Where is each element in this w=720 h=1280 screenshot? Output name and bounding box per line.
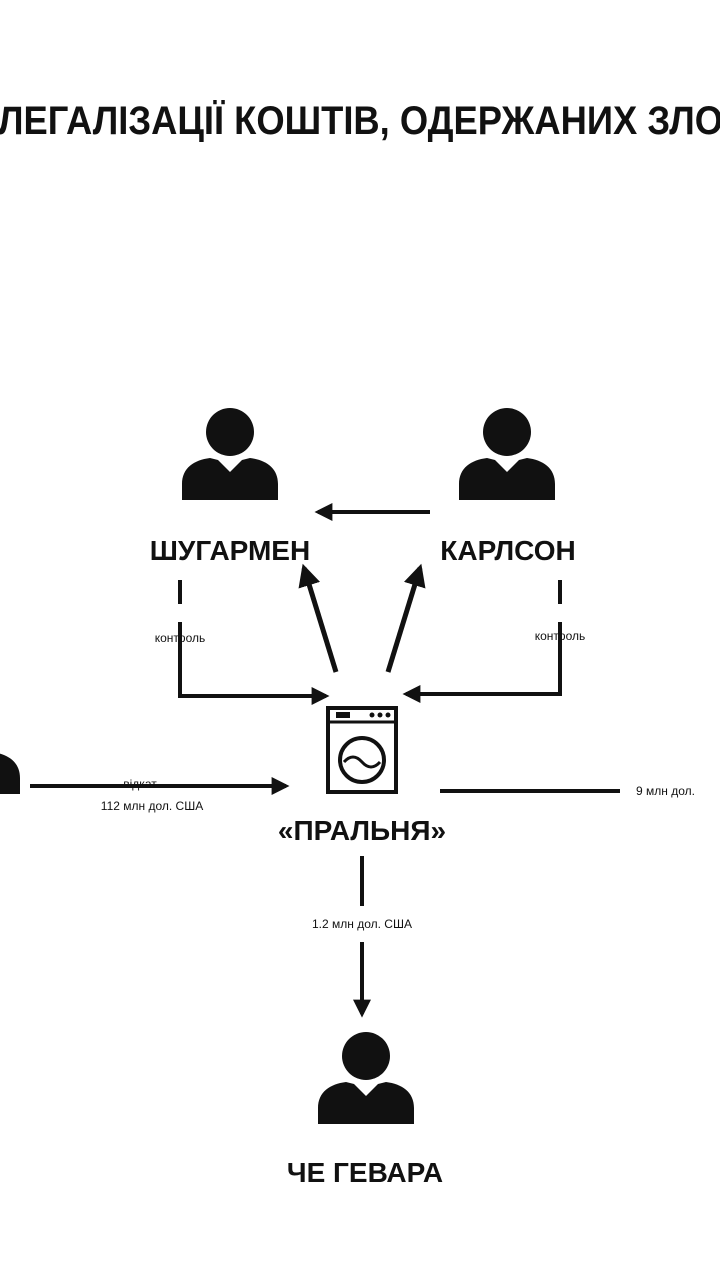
node-label-laundry: «ПРАЛЬНЯ»	[278, 815, 446, 846]
arrow-laundry-to-sugarmen	[298, 563, 339, 673]
diagram-title: ЛЕГАЛІЗАЦІЇ КОШТІВ, ОДЕРЖАНИХ ЗЛО	[0, 99, 720, 143]
node-label-sugarmen: ШУГАРМЕН	[150, 535, 310, 566]
edge-label-kickback: відкат	[123, 777, 157, 791]
arrow-laundry-to-karlson	[385, 563, 426, 673]
edge-label-control-left: контроль	[155, 631, 206, 645]
edge-label-down-amount: 1.2 млн дол. США	[312, 917, 412, 931]
person-icon-left-offscreen	[0, 702, 20, 794]
arrow-karlson-control	[402, 580, 562, 703]
edge-label-kickback-amount: 112 млн дол. США	[101, 799, 203, 813]
washing-machine-icon	[326, 706, 398, 794]
person-icon-che-guevara	[318, 1032, 414, 1124]
edge-label-control-right: контроль	[535, 629, 586, 643]
edge-label-right-amount: 9 млн дол.	[636, 784, 695, 798]
person-icon-sugarmen	[182, 408, 278, 500]
node-label-che-guevara: ЧЕ ГЕВАРА	[287, 1157, 443, 1188]
arrow-sugarmen-control	[178, 580, 330, 705]
node-label-karlson: КАРЛСОН	[440, 535, 575, 566]
person-icon-karlson	[459, 408, 555, 500]
